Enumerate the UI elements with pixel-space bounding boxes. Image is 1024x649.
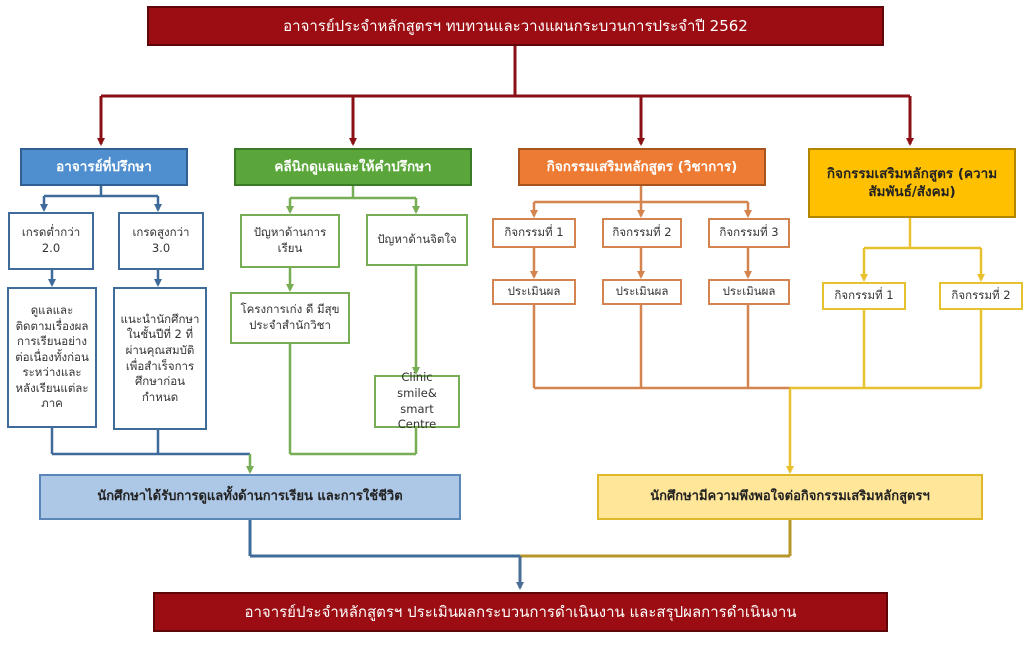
outcome-left-label: นักศึกษาได้รับการดูแลทั้งด้านการเรียน แล… [97, 489, 403, 505]
outcome-right-label: นักศึกษามีความพึงพอใจต่อกิจกรรมเสริมหลัก… [650, 489, 930, 505]
academic-activity-1-box: กิจกรรมที่ 1 [492, 218, 576, 248]
advisor-branch-lines [40, 186, 250, 456]
evaluation-1-box: ประเมินผล [492, 279, 576, 305]
grade-high-action: แนะนำนักศึกษาในชั้นปีที่ 2 ที่ผ่านคุณสมบ… [120, 311, 200, 404]
project-box: โครงการเก่ง ดี มีสุข ประจำสำนักวิชา [230, 292, 350, 344]
grade-low-label: เกรดต่ำกว่า 2.0 [21, 225, 81, 255]
grade-high-label: เกรดสูงกว่า 3.0 [132, 225, 190, 255]
grade-high-box: เกรดสูงกว่า 3.0 [118, 212, 204, 270]
smile-centre-label: Clinic smile& smart Centre [397, 370, 437, 432]
clinic-header: คลีนิกดูแลและให้คำปรึกษา [234, 148, 472, 186]
top-distribution-lines [97, 45, 914, 146]
learning-problem-box: ปัญหาด้านการเรียน [240, 214, 340, 268]
outcome-left-box: นักศึกษาได้รับการดูแลทั้งด้านการเรียน แล… [39, 474, 461, 520]
advisor-header: อาจารย์ที่ปรึกษา [20, 148, 188, 186]
bottom-convergence-lines [248, 520, 792, 590]
grade-high-action-box: แนะนำนักศึกษาในชั้นปีที่ 2 ที่ผ่านคุณสมบ… [113, 287, 207, 430]
outcome-right-box: นักศึกษามีความพึงพอใจต่อกิจกรรมเสริมหลัก… [597, 474, 983, 520]
academic-activity-3: กิจกรรมที่ 3 [719, 225, 779, 240]
academic-header-label: กิจกรรมเสริมหลักสูตร (วิชาการ) [546, 158, 738, 175]
academic-header: กิจกรรมเสริมหลักสูตร (วิชาการ) [518, 148, 766, 186]
bottom-title: อาจารย์ประจำหลักสูตรฯ ประเมินผลกระบวนการ… [244, 602, 797, 621]
evaluation-2-label: ประเมินผล [615, 284, 669, 299]
mental-problem-box: ปัญหาด้านจิตใจ [366, 214, 468, 266]
clinic-header-label: คลีนิกดูแลและให้คำปรึกษา [274, 158, 432, 175]
learning-problem-label: ปัญหาด้านการเรียน [253, 225, 327, 255]
social-header: กิจกรรมเสริมหลักสูตร (ความสัมพันธ์/สังคม… [808, 148, 1016, 218]
evaluation-3-box: ประเมินผล [708, 279, 790, 305]
grade-low-action-box: ดูแลและติดตามเรื่องผลการเรียนอย่างต่อเนื… [7, 287, 97, 428]
smile-centre-box: Clinic smile& smart Centre [374, 370, 460, 431]
grade-low-action: ดูแลและติดตามเรื่องผลการเรียนอย่างต่อเนื… [15, 303, 89, 411]
social-activity-2: กิจกรรมที่ 2 [951, 288, 1011, 303]
social-branch-lines [786, 218, 985, 474]
clinic-branch-lines [246, 186, 420, 474]
academic-activity-3-box: กิจกรรมที่ 3 [708, 218, 790, 248]
project-label: โครงการเก่ง ดี มีสุข ประจำสำนักวิชา [240, 302, 340, 332]
academic-activity-2-box: กิจกรรมที่ 2 [602, 218, 682, 248]
evaluation-1-label: ประเมินผล [507, 284, 561, 299]
top-title-box: อาจารย์ประจำหลักสูตรฯ ทบทวนและวางแผนกระบ… [147, 6, 884, 46]
social-activity-1: กิจกรรมที่ 1 [834, 288, 894, 303]
grade-low-box: เกรดต่ำกว่า 2.0 [8, 212, 94, 270]
evaluation-3-label: ประเมินผล [722, 284, 776, 299]
social-activity-1-box: กิจกรรมที่ 1 [822, 282, 906, 310]
mental-problem-label: ปัญหาด้านจิตใจ [377, 232, 457, 247]
top-title: อาจารย์ประจำหลักสูตรฯ ทบทวนและวางแผนกระบ… [283, 16, 748, 35]
bottom-title-box: อาจารย์ประจำหลักสูตรฯ ประเมินผลกระบวนการ… [153, 592, 888, 632]
evaluation-2-box: ประเมินผล [602, 279, 682, 305]
social-activity-2-box: กิจกรรมที่ 2 [939, 282, 1023, 310]
academic-branch-lines [530, 186, 790, 390]
social-header-label: กิจกรรมเสริมหลักสูตร (ความสัมพันธ์/สังคม… [826, 165, 998, 200]
academic-activity-1: กิจกรรมที่ 1 [504, 225, 564, 240]
advisor-header-label: อาจารย์ที่ปรึกษา [56, 158, 152, 175]
academic-activity-2: กิจกรรมที่ 2 [612, 225, 672, 240]
